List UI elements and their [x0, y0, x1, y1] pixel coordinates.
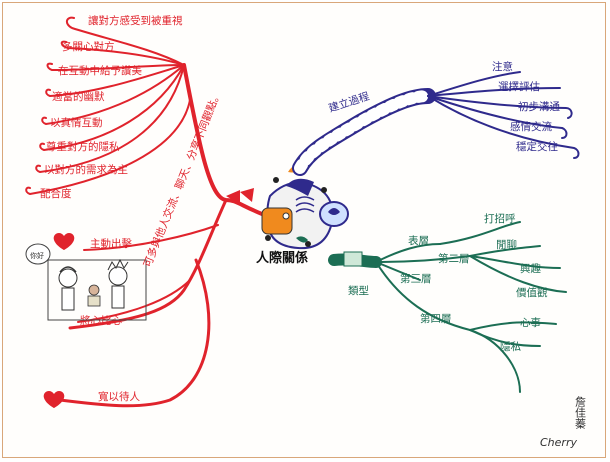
blue-trunk	[292, 88, 436, 176]
red-line-sub1	[83, 224, 219, 251]
green-level-label-2: 第二層	[438, 252, 470, 265]
red-line-1	[66, 16, 185, 66]
green-detail-4	[469, 255, 567, 293]
red-line-7	[35, 64, 185, 174]
red-item-3: 在互動中給予讚美	[58, 64, 142, 77]
blue-line-5	[427, 95, 580, 159]
red-heart-2	[43, 391, 65, 408]
green-detail-label-5: 心事	[520, 316, 541, 329]
green-detail-1	[439, 221, 521, 245]
green-detail-label-3: 興趣	[520, 262, 541, 275]
green-detail-label-4: 價值觀	[516, 286, 548, 299]
red-sub3-title: 寬以待人	[98, 390, 140, 403]
signature-english: Cherry	[540, 436, 577, 449]
red-lower-trunk	[68, 198, 228, 330]
drawing-bubble-text: 你好	[30, 251, 44, 260]
blue-line-1	[427, 71, 521, 97]
blue-item-5: 穩定交往	[516, 140, 558, 153]
green-level-label-1: 表層	[408, 234, 429, 247]
blue-line-3	[427, 95, 573, 119]
red-item-1: 讓對方感受到被重視	[88, 14, 183, 27]
red-item-4: 適當的幽默	[52, 90, 105, 103]
green-level-3	[375, 261, 421, 281]
red-line-2	[60, 40, 185, 66]
blue-item-1: 注意	[492, 60, 513, 73]
red-branch	[25, 16, 264, 408]
green-trunk-deco	[343, 251, 363, 267]
red-item-5: 以真情互動	[50, 116, 103, 129]
red-line-8	[25, 99, 191, 196]
red-line-sub3	[58, 258, 211, 408]
green-level-4	[375, 261, 521, 393]
green-branch	[328, 221, 567, 393]
green-detail-label-1: 打招呼	[484, 212, 516, 225]
red-trunk	[182, 63, 264, 216]
green-level-2	[375, 255, 471, 263]
red-line-5	[41, 64, 185, 126]
red-item-8: 配合度	[40, 187, 72, 200]
red-line-6	[39, 64, 185, 152]
green-detail-6	[469, 329, 541, 347]
blue-item-2: 選擇評估	[498, 80, 540, 93]
central-title: 人際關係	[256, 250, 308, 266]
green-branch-title: 類型	[348, 284, 369, 297]
green-detail-2	[469, 245, 541, 257]
green-detail-3	[469, 255, 561, 269]
green-detail-5	[469, 321, 557, 331]
green-level-label-3: 第三層	[400, 272, 432, 285]
blue-item-3: 初步溝通	[518, 100, 560, 113]
red-line-4	[45, 64, 185, 98]
green-level-label-4: 第四層	[420, 312, 452, 325]
red-item-6: 尊重對方的隱私	[46, 140, 120, 153]
red-ribbon	[226, 188, 254, 204]
blue-branch	[292, 71, 580, 176]
blue-line-2	[427, 87, 561, 97]
red-line-3	[46, 62, 185, 72]
red-item-2: 多關心對方	[62, 40, 115, 53]
green-detail-label-6: 隱私	[500, 340, 521, 353]
blue-line-4	[427, 95, 568, 139]
green-level-1	[375, 243, 441, 263]
signature-chinese: 詹佳蓁	[574, 395, 587, 429]
central-figure	[261, 165, 349, 250]
red-sub1-title: 主動出擊	[90, 237, 132, 250]
green-detail-label-2: 閒聊	[496, 238, 517, 251]
red-heart-1	[53, 233, 75, 250]
red-item-7: 以對方的需求為主	[44, 163, 128, 176]
blue-item-4: 感情交流	[510, 120, 552, 133]
sketch-drawing: 你好	[25, 243, 147, 321]
